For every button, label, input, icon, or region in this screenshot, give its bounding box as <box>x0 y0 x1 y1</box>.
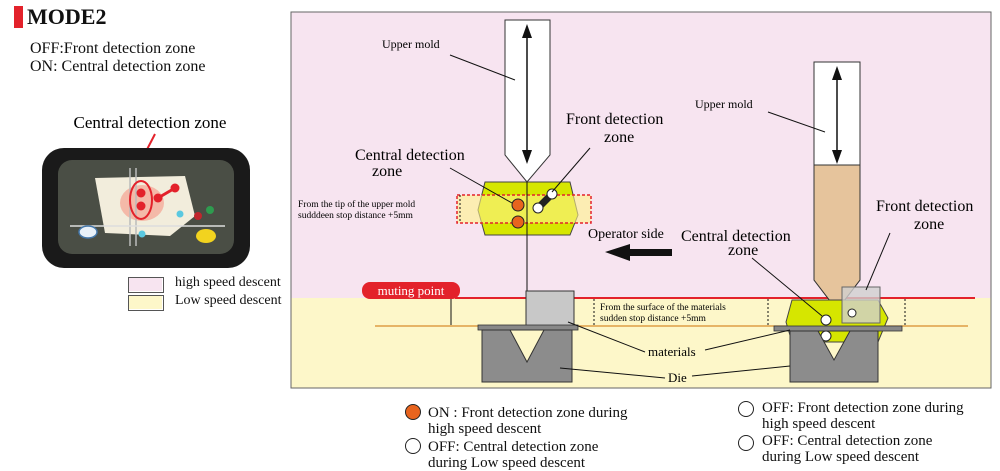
off-indicator-icon-3 <box>738 435 754 451</box>
front-zone-left-leader <box>551 147 591 193</box>
caption-on-front: ON : Front detection zone during high sp… <box>428 405 628 437</box>
die-leader-left <box>559 367 666 379</box>
front-zone-right-line2: zone <box>914 216 944 233</box>
caption-off-central-2-line2: during Low speed descent <box>762 449 920 465</box>
legend-fill-high <box>129 278 162 291</box>
die-label: Die <box>668 370 687 385</box>
die-right <box>789 330 879 383</box>
device-led-red <box>194 212 202 220</box>
front-sensor-right-1 <box>847 308 857 318</box>
device-led-cyan-2 <box>138 230 146 238</box>
device-yellow-button <box>196 229 216 243</box>
front-zone-right-box <box>841 286 881 324</box>
diagram-frame <box>290 11 992 389</box>
materials-label: materials <box>648 344 696 359</box>
caption-off-central-line1: OFF: Central detection zone <box>428 439 599 455</box>
device-logo-badge <box>78 225 98 239</box>
materials-leader-left <box>567 321 646 353</box>
central-zone-right-line1: Central detection <box>681 228 791 245</box>
central-sensor-dot-2 <box>511 215 525 229</box>
die-leader-right <box>691 365 791 377</box>
stop-distance-materials-line1: From the surface of the materials <box>600 302 726 313</box>
title-marker <box>14 6 23 28</box>
caption-off-central-line2: during Low speed descent <box>428 455 586 471</box>
device-dot-2 <box>136 201 146 211</box>
legend-label-high-speed: high speed descent <box>175 275 281 290</box>
device-central-ring <box>129 180 153 220</box>
central-zone-left-leader <box>449 167 513 204</box>
on-indicator-icon <box>405 404 421 420</box>
front-zone-right-leader <box>865 232 891 291</box>
off-indicator-icon-2 <box>738 401 754 417</box>
device-dot-1 <box>136 188 146 198</box>
central-zone-right-line2: zone <box>728 242 758 259</box>
caption-off-central: OFF: Central detection zone during Low s… <box>428 439 598 471</box>
mold-right-arrow-down <box>832 150 842 164</box>
press-brake-diagram: muting point Upper mold From the tip of … <box>129 11 992 389</box>
mode-title: MODE2 <box>14 4 106 30</box>
material-sheet-left <box>477 324 579 331</box>
caption-off-front-line2: high speed descent <box>762 416 876 432</box>
central-zone-left-line2: zone <box>372 163 402 180</box>
front-zone-left-line2: zone <box>604 129 634 146</box>
upper-mold-left-label: Upper mold <box>382 37 440 51</box>
front-zone-right-line1: Front detection <box>876 198 973 215</box>
front-sensor-dot-1 <box>532 202 544 214</box>
device-callout: Central detection zone <box>74 113 227 132</box>
mold-left-arrow-up <box>522 24 532 38</box>
operator-side-label: Operator side <box>588 227 664 242</box>
mold-right-arrow-up <box>832 66 842 80</box>
off-indicator-icon <box>405 438 421 454</box>
central-sensor-dot-1 <box>511 198 525 212</box>
caption-on-front-line2: high speed descent <box>428 421 542 437</box>
upper-mold-right-leader <box>767 111 826 133</box>
central-zone-left-line1: Central detection <box>355 147 465 164</box>
device-led-green <box>206 206 214 214</box>
legend-label-low-speed: Low speed descent <box>175 293 282 308</box>
mode-off-line: OFF:Front detection zone <box>30 40 196 57</box>
front-zone-left-line1: Front detection <box>566 111 663 128</box>
caption-off-central-2-line1: OFF: Central detection zone <box>762 433 933 449</box>
device-dot-4 <box>170 183 180 193</box>
caption-off-front-line1: OFF: Front detection zone during <box>762 400 964 416</box>
upper-mold-right-label: Upper mold <box>695 97 753 111</box>
stop-distance-mold-line1: From the tip of the upper mold <box>298 199 415 210</box>
legend-swatch-low-speed <box>128 295 164 311</box>
upper-mold-left-leader <box>449 54 516 81</box>
stop-distance-mold-line2: sudddeen stop distance +5mm <box>298 211 413 221</box>
operator-side-arrow <box>605 244 672 261</box>
legend-swatch-high-speed <box>128 277 164 293</box>
mode-on-line: ON: Central detection zone <box>30 58 206 75</box>
material-sheet-right <box>773 325 903 332</box>
stop-distance-zone-left <box>456 194 592 224</box>
materials-leader-right <box>704 329 791 351</box>
die-left <box>481 329 573 383</box>
caption-off-central-2: OFF: Central detection zone during Low s… <box>762 433 932 465</box>
central-sensor-right-1 <box>820 314 832 326</box>
muting-point-label: muting point <box>378 283 445 298</box>
material-block-left <box>525 290 575 327</box>
device-led-cyan <box>176 210 184 218</box>
device-illustration: Central detection zone <box>42 113 250 268</box>
mode-title-text: MODE2 <box>27 4 107 29</box>
front-sensor-dot-2 <box>546 188 558 200</box>
caption-off-front: OFF: Front detection zone during high sp… <box>762 400 964 432</box>
central-zone-right-leader <box>751 257 823 317</box>
caption-on-front-line1: ON : Front detection zone during <box>428 405 628 421</box>
legend-fill-low <box>129 296 162 309</box>
muting-point-badge <box>362 282 460 299</box>
device-dot-3 <box>153 193 163 203</box>
stop-distance-materials-line2: sudden stop distance +5mm <box>600 314 706 324</box>
mold-left-arrow-down <box>522 150 532 164</box>
